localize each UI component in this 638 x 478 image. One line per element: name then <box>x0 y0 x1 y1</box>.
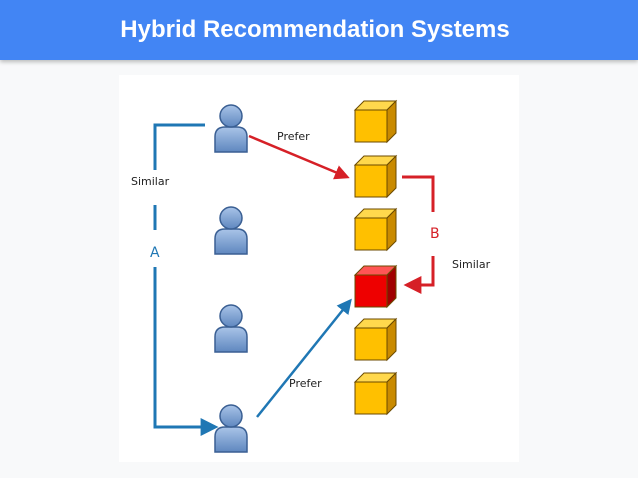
prefer-arrow-bottom <box>256 298 352 418</box>
prefer-bottom-label: Prefer <box>289 377 322 390</box>
page-title: Hybrid Recommendation Systems <box>120 16 510 43</box>
cube-icon <box>353 371 398 416</box>
prefer-arrow-top <box>248 134 350 180</box>
similar-items-label: Similar <box>452 258 491 271</box>
similar-users-label: Similar <box>131 175 170 188</box>
similar-items-bracket <box>402 175 435 294</box>
cube-icon <box>353 207 398 252</box>
hybrid-recommendation-diagram: Similar A B Similar Prefer Prefer <box>131 99 491 453</box>
prefer-top-label: Prefer <box>277 130 310 143</box>
header-bar: Hybrid Recommendation Systems <box>0 0 638 60</box>
user-icon <box>214 206 248 255</box>
user-icon <box>214 104 248 153</box>
similar-users-bracket <box>153 123 219 436</box>
group-a-label: A <box>150 245 160 261</box>
cube-icon <box>353 317 398 362</box>
user-icon <box>214 304 248 353</box>
cube-icon <box>353 99 398 144</box>
diagram-panel: Similar A B Similar Prefer Prefer <box>119 75 519 462</box>
group-b-label: B <box>430 226 440 242</box>
user-icon <box>214 404 248 453</box>
recommended-item-cube-icon <box>353 264 398 309</box>
cube-icon <box>353 154 398 199</box>
